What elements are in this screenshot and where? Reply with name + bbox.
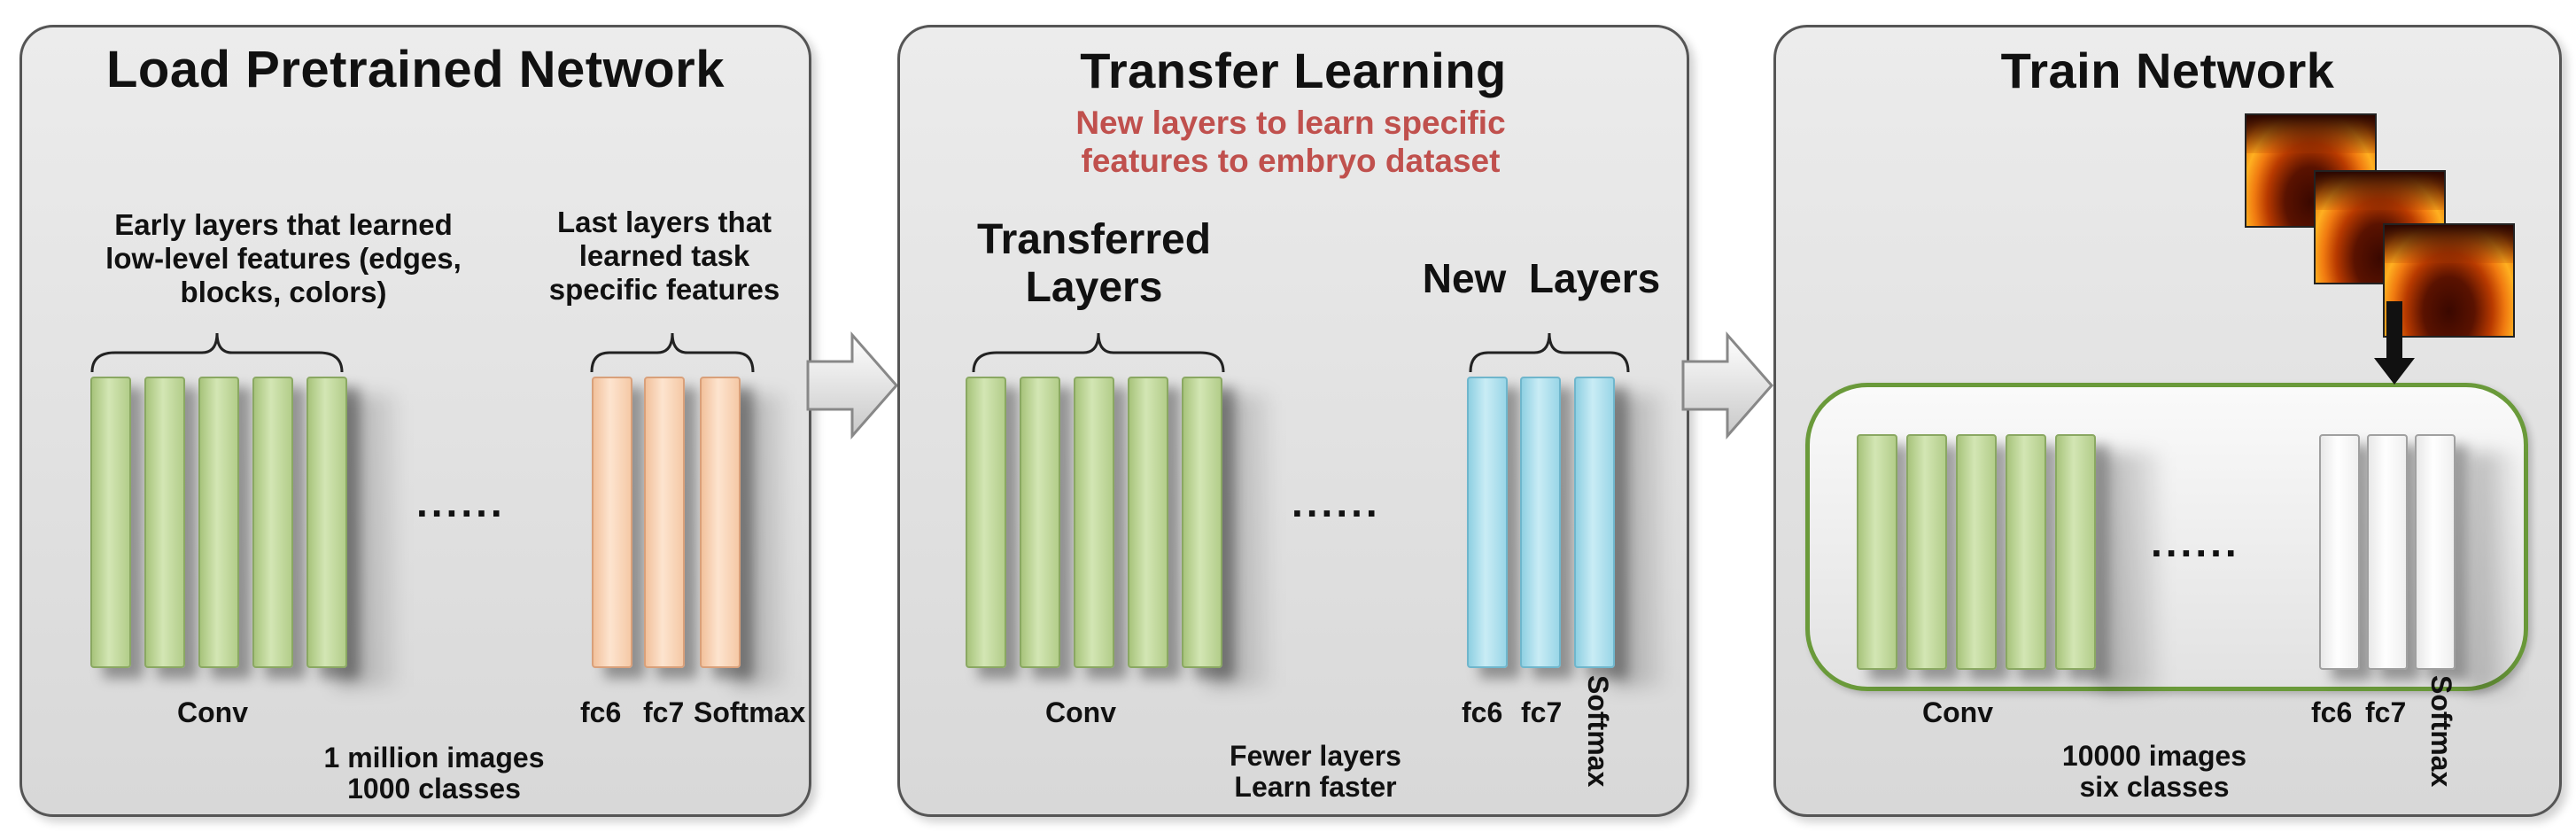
layer-shadow (733, 394, 787, 687)
note-line: Fewer layers (1230, 740, 1401, 772)
fc6-layer (2319, 434, 2360, 670)
early-label-line: low-level features (edges, (105, 241, 462, 275)
transferred-line: Transferred (976, 216, 1212, 263)
softmax-layer (700, 377, 741, 668)
conv-layer (1956, 434, 1997, 670)
softmax-label: Softmax (2425, 675, 2457, 788)
last-label-line: learned task (578, 238, 750, 272)
last-label-line: Last layers that (556, 206, 772, 238)
softmax-label: Softmax (1582, 675, 1614, 788)
transfer-note: Fewer layers Learn faster (1191, 740, 1439, 804)
last-layers-label: Last layers that learned task specific f… (523, 206, 806, 307)
conv-layer (1020, 377, 1060, 668)
dataset-info: 1 million images 1000 classes (266, 742, 602, 805)
right-arrow-icon (1681, 331, 1773, 439)
softmax-layer (1574, 377, 1615, 668)
fc7-layer (2367, 434, 2408, 670)
early-layers-label: Early layers that learned low-level feat… (53, 208, 514, 309)
fc6-label: fc6 (2311, 696, 2353, 728)
early-label-line: Early layers that learned (114, 208, 453, 241)
layer-shadow (2099, 452, 2161, 691)
fc7-label: fc7 (2365, 696, 2407, 728)
down-arrow-icon (2374, 301, 2415, 385)
conv-layer (306, 377, 347, 668)
fc6-label: fc6 (1462, 696, 1503, 728)
layer-shadow (1612, 394, 1665, 687)
panel-load-pretrained: Load Pretrained Network (19, 25, 811, 817)
fc7-layer (644, 377, 685, 668)
softmax-layer (2415, 434, 2456, 670)
conv-layer (90, 377, 131, 668)
dataset-line: 1 million images (323, 742, 545, 774)
conv-label: Conv (177, 696, 248, 728)
panel-title: Transfer Learning (1080, 43, 1507, 98)
fc6-label: fc6 (580, 696, 622, 728)
last-label-line: specific features (548, 272, 780, 306)
fc7-layer (1520, 377, 1561, 668)
layer-shadow (2470, 452, 2514, 691)
early-label-line: blocks, colors) (180, 275, 387, 308)
embryo-image (2383, 223, 2515, 338)
conv-layer (1906, 434, 1947, 670)
early-layers-brace (90, 332, 344, 373)
new-layers-highlight: New layers to learn specific features to… (930, 105, 1651, 180)
dataset-line: 1000 classes (347, 773, 521, 805)
transferred-layers-brace (972, 332, 1225, 373)
right-arrow-icon (806, 331, 898, 439)
conv-layer (1857, 434, 1897, 670)
fc7-label: fc7 (1521, 696, 1563, 728)
panel-title: Train Network (2000, 43, 2335, 98)
last-layers-brace (590, 332, 755, 373)
softmax-label: Softmax (694, 696, 806, 728)
conv-layer (966, 377, 1006, 668)
ellipsis: ...... (1292, 479, 1381, 525)
note-line: Learn faster (1234, 771, 1397, 804)
conv-layer (144, 377, 185, 668)
new-layers-label: New Layers (1422, 255, 1661, 301)
conv-layer (2006, 434, 2046, 670)
conv-layer (1074, 377, 1114, 668)
conv-label: Conv (1922, 696, 1993, 728)
transferred-line: Layers (1025, 263, 1163, 311)
panel-title: Load Pretrained Network (106, 41, 725, 98)
dataset-line: 10000 images (2061, 740, 2247, 772)
transferred-layers-label: Transferred Layers (943, 216, 1245, 312)
fc7-label: fc7 (643, 696, 685, 728)
conv-layer (1182, 377, 1222, 668)
ellipsis: ...... (2151, 519, 2240, 565)
conv-layer (198, 377, 239, 668)
ellipsis: ...... (416, 479, 506, 525)
dataset-line: six classes (2079, 771, 2230, 804)
conv-layer (1128, 377, 1168, 668)
new-layers-brace (1469, 332, 1630, 373)
highlight-line: New layers to learn specific (1075, 105, 1506, 141)
dataset-info: 10000 images six classes (2021, 740, 2287, 804)
fc6-layer (1467, 377, 1508, 668)
fc6-layer (592, 377, 632, 668)
conv-layer (252, 377, 293, 668)
conv-layer (2055, 434, 2096, 670)
conv-label: Conv (1045, 696, 1116, 728)
highlight-line: features to embryo dataset (1081, 142, 1501, 179)
